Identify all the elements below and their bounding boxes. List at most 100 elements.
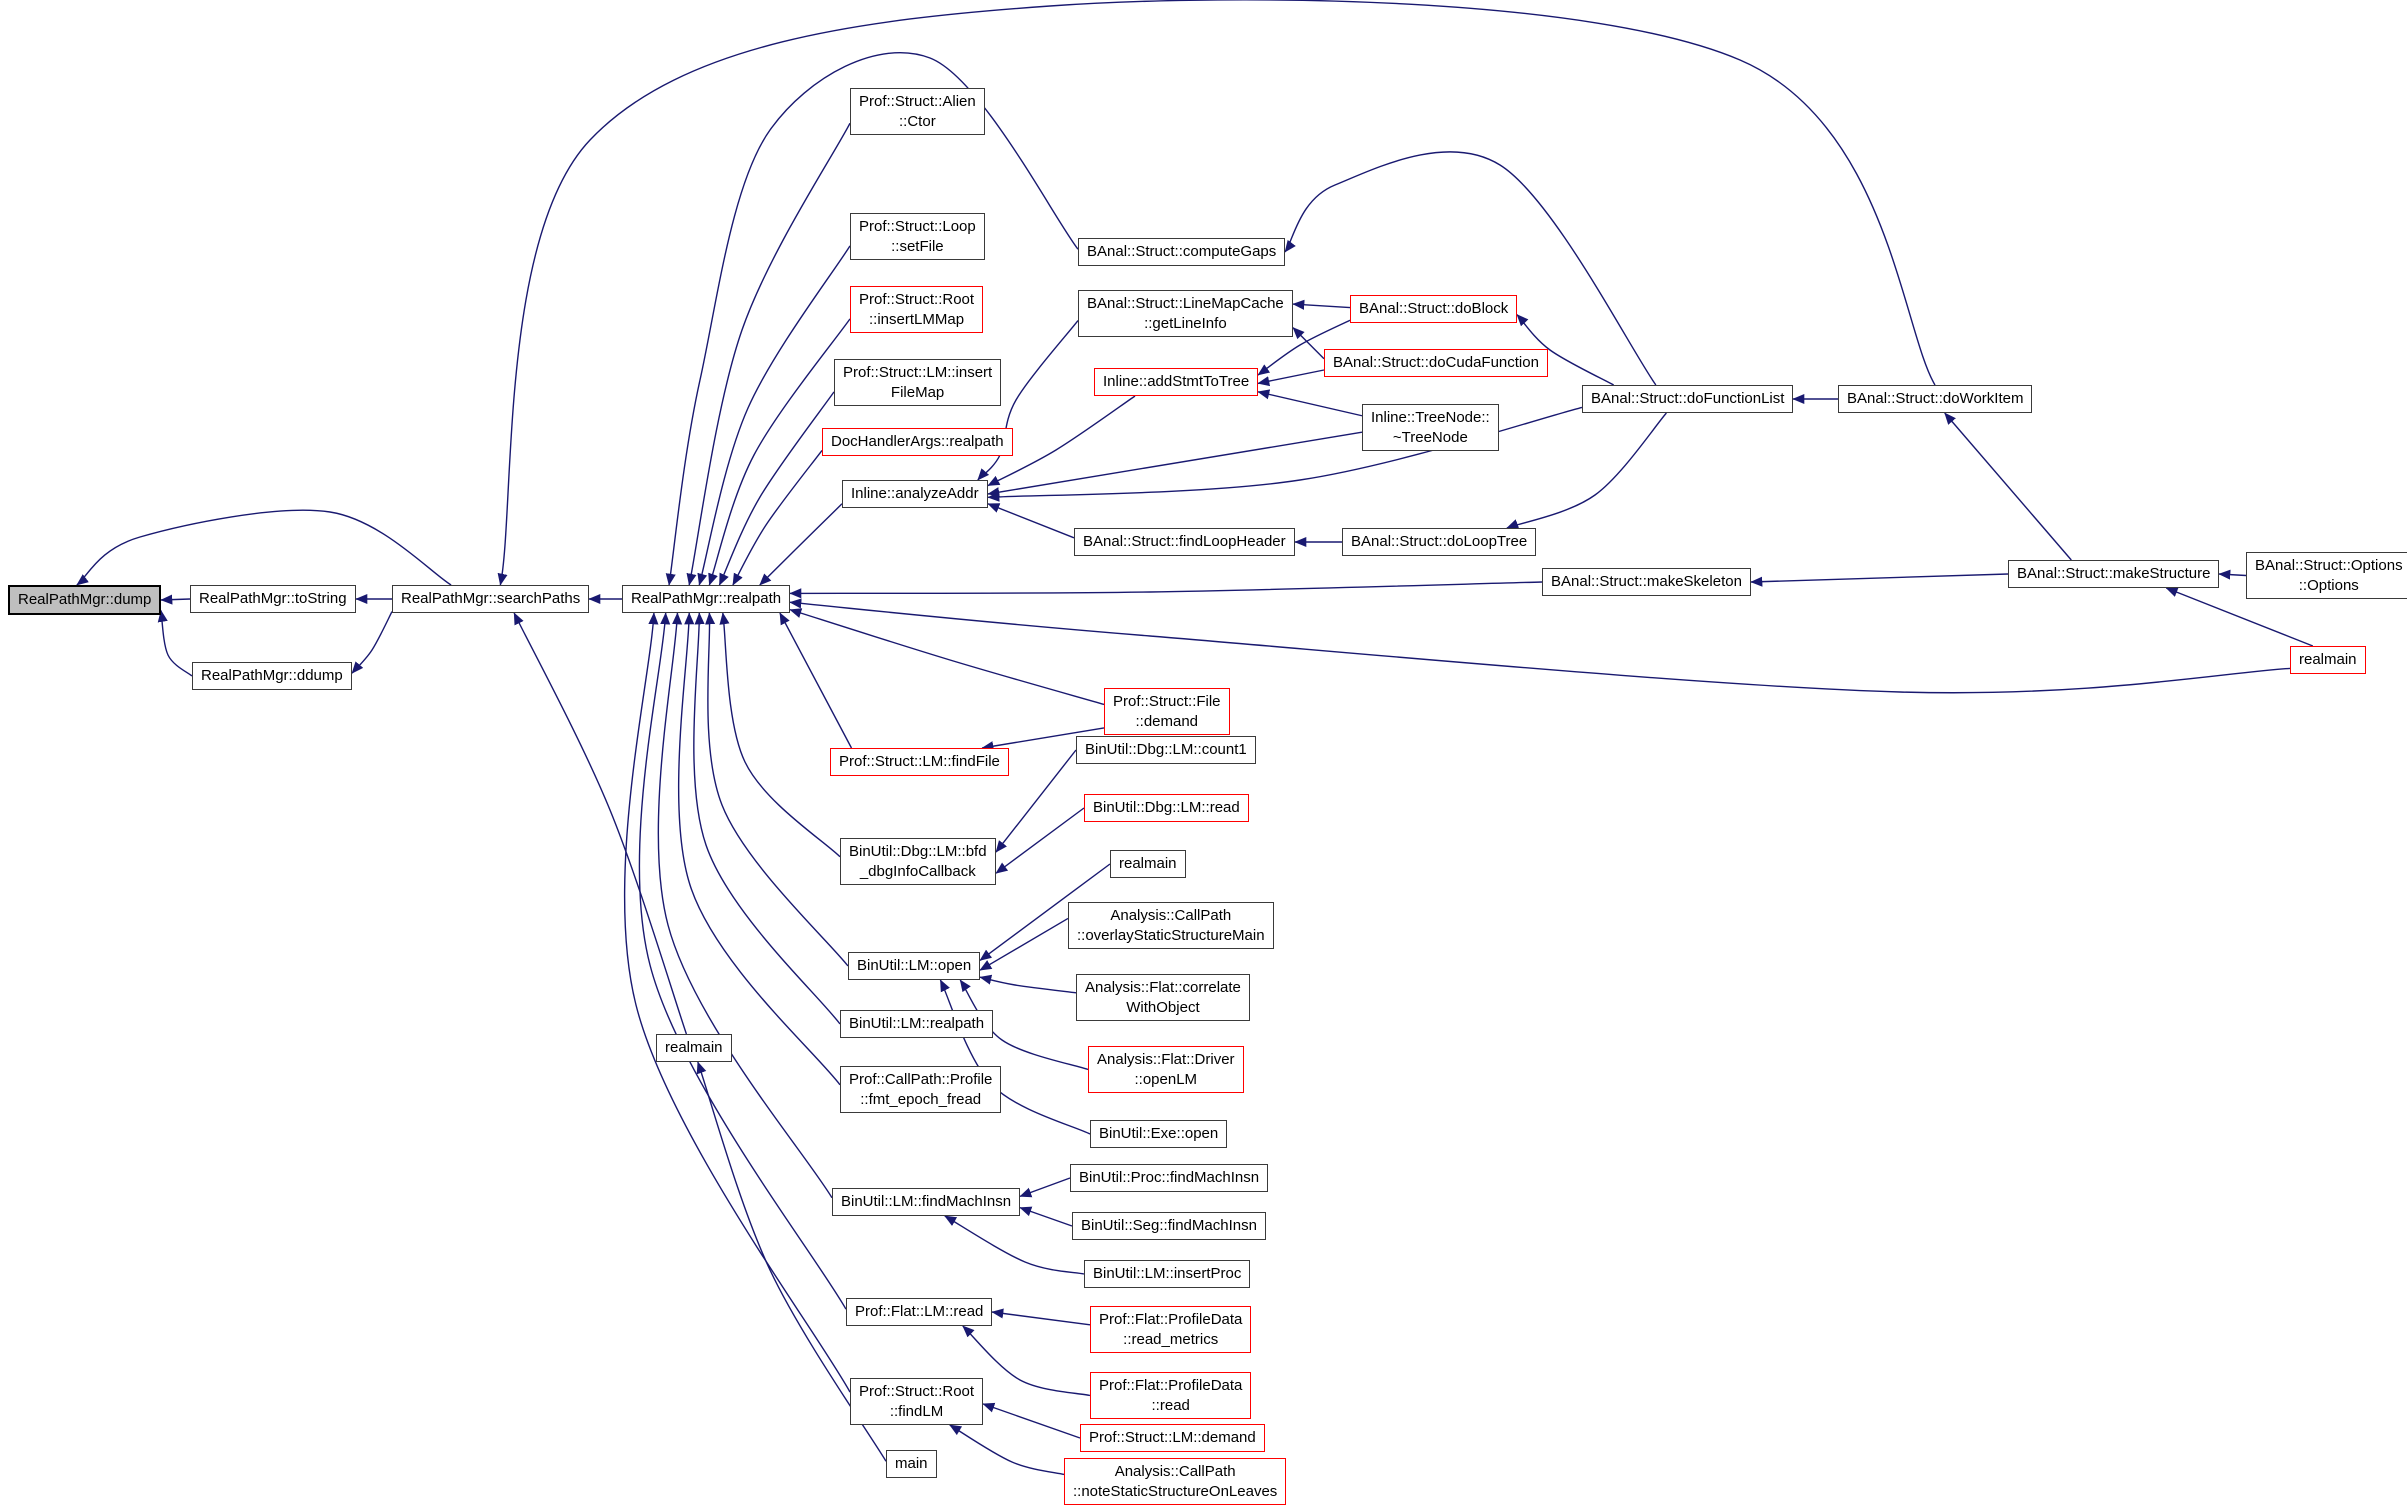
call-edge-tostring-to-dump — [160, 594, 191, 605]
graph-node-dbg-read[interactable]: BinUtil::Dbg::LM::read — [1084, 794, 1249, 822]
graph-node-loop-setfile[interactable]: Prof::Struct::Loop::setFile — [850, 213, 985, 260]
graph-node-makestructure[interactable]: BAnal::Struct::makeStructure — [2008, 560, 2220, 588]
node-label-line: ::Ctor — [899, 112, 936, 130]
node-label-line: FileMap — [890, 383, 945, 401]
graph-node-lm-open[interactable]: BinUtil::LM::open — [848, 952, 981, 980]
call-edge-dofunctionlist-to-computegaps — [1284, 151, 1657, 386]
graph-node-lm-findmachinsn[interactable]: BinUtil::LM::findMachInsn — [832, 1188, 1021, 1216]
graph-node-analyzeaddr[interactable]: Inline::analyzeAddr — [842, 480, 988, 508]
node-label-line: BinUtil::LM::open — [857, 957, 972, 974]
node-label-line: ::overlayStaticStructureMain — [1077, 926, 1265, 944]
graph-node-realmain-open[interactable]: realmain — [1110, 850, 1186, 878]
node-label-line: BinUtil::Dbg::LM::count1 — [1085, 741, 1247, 758]
graph-node-lm-findfile[interactable]: Prof::Struct::LM::findFile — [830, 748, 1009, 776]
graph-node-docudafunction[interactable]: BAnal::Struct::doCudaFunction — [1324, 349, 1548, 377]
graph-node-searchpaths[interactable]: RealPathMgr::searchPaths — [392, 585, 590, 613]
node-label-line: main — [895, 1455, 928, 1472]
graph-node-note-static[interactable]: Analysis::CallPath::noteStaticStructureO… — [1064, 1458, 1287, 1505]
graph-node-doworkitem[interactable]: BAnal::Struct::doWorkItem — [1838, 385, 2033, 413]
node-label-line: BAnal::Struct::doLoopTree — [1351, 533, 1528, 550]
node-label-line: Prof::Struct::LM::insert — [843, 364, 993, 381]
node-label-line: realmain — [665, 1039, 723, 1056]
graph-node-overlay-static[interactable]: Analysis::CallPath::overlayStaticStructu… — [1068, 902, 1274, 949]
node-label-line: BAnal::Struct::doFunctionList — [1591, 390, 1785, 407]
graph-node-addstmttotree[interactable]: Inline::addStmtToTree — [1094, 368, 1259, 396]
node-label-line: Inline::analyzeAddr — [851, 485, 979, 502]
node-label-line: ::findLM — [889, 1402, 944, 1420]
node-label-line: BAnal::Struct::doCudaFunction — [1333, 354, 1539, 371]
call-edge-dofunctionlist-to-analyzeaddr — [987, 406, 1583, 502]
call-edge-file-demand-to-realpath — [789, 608, 1105, 706]
call-edge-makeskeleton-to-realpath — [789, 581, 1543, 599]
call-edge-dofunctionlist-to-doblock — [1516, 314, 1614, 386]
graph-node-root-insertlmmap[interactable]: Prof::Struct::Root::insertLMMap — [850, 286, 984, 333]
graph-node-options[interactable]: BAnal::Struct::Options::Options — [2246, 552, 2407, 599]
call-edge-realmain-hpcstruct-to-realpath — [789, 598, 2291, 694]
node-label-line: Prof::Flat::ProfileData — [1099, 1311, 1243, 1328]
graph-node-computegaps[interactable]: BAnal::Struct::computeGaps — [1078, 238, 1286, 266]
node-label-line: RealPathMgr::realpath — [631, 590, 782, 607]
graph-node-file-demand[interactable]: Prof::Struct::File::demand — [1104, 688, 1230, 735]
graph-node-profiledata-read[interactable]: Prof::Flat::ProfileData::read — [1090, 1372, 1252, 1419]
graph-node-fmt-epoch-fread[interactable]: Prof::CallPath::Profile::fmt_epoch_fread — [840, 1066, 1002, 1113]
graph-node-treenode-dtor[interactable]: Inline::TreeNode::~TreeNode — [1362, 404, 1499, 451]
graph-node-lm-insertproc[interactable]: BinUtil::LM::insertProc — [1084, 1260, 1251, 1288]
graph-node-dofunctionlist[interactable]: BAnal::Struct::doFunctionList — [1582, 385, 1794, 413]
graph-node-ddump[interactable]: RealPathMgr::ddump — [192, 662, 352, 690]
call-edge-doblock-to-addstmttotree — [1257, 319, 1351, 376]
node-label-line: RealPathMgr::dump — [18, 591, 152, 608]
graph-node-exe-open[interactable]: BinUtil::Exe::open — [1090, 1120, 1228, 1148]
call-edge-lm-insertfilemap-to-realpath — [718, 391, 835, 586]
node-label-line: Analysis::Flat::correlate — [1085, 979, 1241, 996]
node-label-line: BinUtil::Dbg::LM::read — [1093, 799, 1240, 816]
call-edge-ddump-to-dump — [157, 609, 193, 677]
graph-node-read-metrics[interactable]: Prof::Flat::ProfileData::read_metrics — [1090, 1306, 1252, 1353]
graph-node-lm-demand[interactable]: Prof::Struct::LM::demand — [1080, 1424, 1265, 1452]
graph-node-doblock[interactable]: BAnal::Struct::doBlock — [1350, 295, 1518, 323]
node-label-line: Prof::Struct::Root — [859, 291, 975, 308]
graph-node-driver-openlm[interactable]: Analysis::Flat::Driver::openLM — [1088, 1046, 1244, 1093]
graph-node-seg-findmachinsn[interactable]: BinUtil::Seg::findMachInsn — [1072, 1212, 1266, 1240]
edges-group — [76, 0, 2314, 1476]
call-edge-findloopheader-to-analyzeaddr — [987, 503, 1075, 539]
call-edge-read-metrics-to-flat-lm-read — [991, 1308, 1091, 1326]
graph-node-findloopheader[interactable]: BAnal::Struct::findLoopHeader — [1074, 528, 1295, 556]
graph-node-flat-lm-read[interactable]: Prof::Flat::LM::read — [846, 1298, 993, 1326]
graph-node-main[interactable]: main — [886, 1450, 937, 1478]
node-label-line: BAnal::Struct::doWorkItem — [1847, 390, 2024, 407]
node-label-line: DocHandlerArgs::realpath — [831, 433, 1004, 450]
call-edge-realmain-left-to-searchpaths — [513, 612, 688, 1035]
node-label-line: BinUtil::Seg::findMachInsn — [1081, 1217, 1257, 1234]
call-edge-lm-demand-to-root-findlm — [982, 1402, 1081, 1439]
node-label-line: BAnal::Struct::doBlock — [1359, 300, 1509, 317]
node-label-line: _dbgInfoCallback — [859, 862, 976, 880]
call-edge-dbg-count1-to-bfd-dbginfocallback — [995, 749, 1077, 853]
graph-node-realmain-left[interactable]: realmain — [656, 1034, 732, 1062]
graph-node-alien-ctor[interactable]: Prof::Struct::Alien::Ctor — [850, 88, 985, 135]
graph-node-makeskeleton[interactable]: BAnal::Struct::makeSkeleton — [1542, 568, 1751, 596]
graph-node-lm-realpath[interactable]: BinUtil::LM::realpath — [840, 1010, 994, 1038]
call-edge-treenode-dtor-to-analyzeaddr — [987, 431, 1363, 498]
call-edge-doworkitem-to-searchpaths — [497, 0, 1936, 586]
node-label-line: Prof::Struct::Root — [859, 1383, 975, 1400]
graph-node-dochandler-realpath[interactable]: DocHandlerArgs::realpath — [822, 428, 1013, 456]
call-edge-root-findlm-to-realpath — [623, 612, 851, 1393]
graph-node-root-findlm[interactable]: Prof::Struct::Root::findLM — [850, 1378, 984, 1425]
graph-node-realmain-hpcstruct[interactable]: realmain — [2290, 646, 2366, 674]
call-edge-file-demand-to-lm-findfile — [981, 727, 1105, 752]
graph-node-tostring[interactable]: RealPathMgr::toString — [190, 585, 356, 613]
graph-node-proc-findmachinsn[interactable]: BinUtil::Proc::findMachInsn — [1070, 1164, 1269, 1192]
graph-node-bfd-dbginfocallback[interactable]: BinUtil::Dbg::LM::bfd_dbgInfoCallback — [840, 838, 996, 885]
graph-node-realpath[interactable]: RealPathMgr::realpath — [622, 585, 791, 613]
node-label-line: BinUtil::LM::findMachInsn — [841, 1193, 1012, 1210]
graph-node-dbg-count1[interactable]: BinUtil::Dbg::LM::count1 — [1076, 736, 1256, 764]
graph-node-dolooptree[interactable]: BAnal::Struct::doLoopTree — [1342, 528, 1537, 556]
node-label-line: Inline::TreeNode:: — [1371, 409, 1490, 426]
node-label-line: BAnal::Struct::makeSkeleton — [1551, 573, 1742, 590]
node-label-line: Inline::addStmtToTree — [1103, 373, 1250, 390]
node-label-line: Analysis::CallPath — [1110, 907, 1232, 924]
call-edge-overlay-static-to-lm-open — [979, 917, 1069, 971]
graph-node-getlineinfo[interactable]: BAnal::Struct::LineMapCache::getLineInfo — [1078, 290, 1293, 337]
